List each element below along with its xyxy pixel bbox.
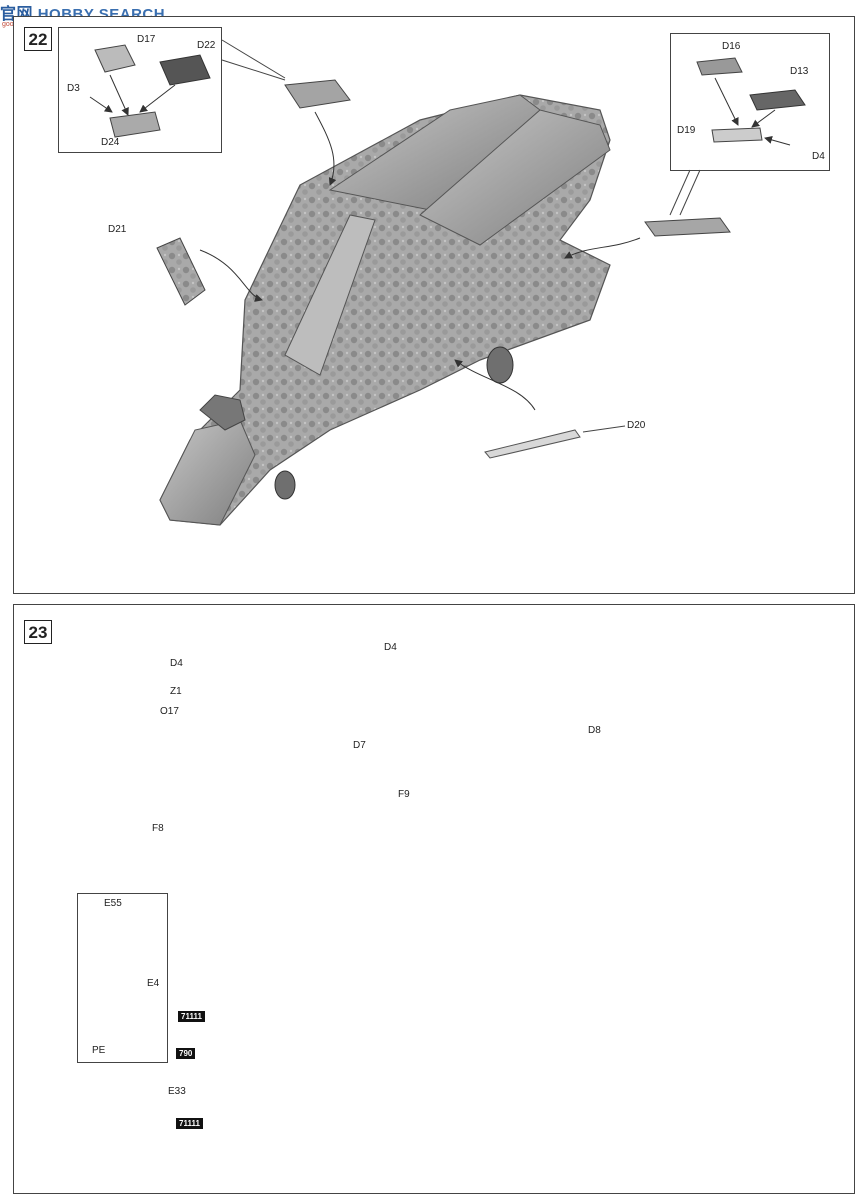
label-o17: O17 (160, 706, 179, 717)
step-22-number: 22 (24, 27, 52, 51)
label-z1: Z1 (170, 686, 182, 697)
label-d13: D13 (790, 66, 809, 77)
label-d21: D21 (108, 224, 127, 235)
label-d4: D4 (812, 151, 825, 162)
label-d4-left: D4 (170, 658, 183, 669)
label-e33: E33 (168, 1086, 186, 1097)
label-d19: D19 (677, 125, 696, 136)
paint-code-71111-a: 71111 (178, 1011, 205, 1022)
label-d3: D3 (67, 83, 80, 94)
label-d22: D22 (197, 40, 216, 51)
label-d20: D20 (627, 420, 646, 431)
label-pe: PE (92, 1045, 106, 1056)
label-f8: F8 (152, 823, 164, 834)
label-d24: D24 (101, 137, 120, 148)
label-f9: F9 (398, 789, 410, 800)
label-d17: D17 (137, 34, 156, 45)
label-d4-right: D4 (384, 642, 397, 653)
step-22-aircraft (159, 94, 611, 526)
label-e55: E55 (104, 898, 122, 909)
label-d7: D7 (353, 740, 366, 751)
step-23-number: 23 (24, 620, 52, 644)
paint-code-790: 790 (176, 1048, 196, 1059)
label-d8: D8 (588, 725, 601, 736)
step-22-parts (89, 39, 806, 459)
paint-code-71111-b: 71111 (176, 1118, 203, 1129)
label-e4: E4 (147, 978, 160, 989)
label-d16: D16 (722, 41, 741, 52)
step-23-inset (77, 893, 168, 1063)
